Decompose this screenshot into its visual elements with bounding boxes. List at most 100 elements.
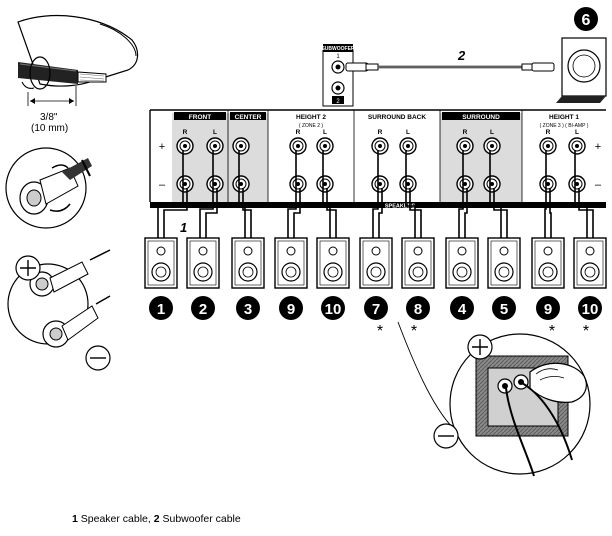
channel-label: L <box>490 129 494 136</box>
terminal-group-label: SURROUND BACK <box>368 114 426 121</box>
speaker-tweeter <box>328 246 338 256</box>
terminal-group-label: SURROUND <box>462 114 500 121</box>
speaker-woofer-cone <box>285 266 297 278</box>
rear-speaker-inset <box>397 321 591 477</box>
speaker-woofer-cone <box>370 266 382 278</box>
speaker-wire-minus <box>378 188 383 238</box>
speaker-number: 1 <box>157 301 165 318</box>
channel-label: L <box>323 129 327 136</box>
terminal-group-header <box>174 112 226 120</box>
terminal-group-label: HEIGHT 1 <box>549 114 579 121</box>
plus-label: + <box>159 141 165 153</box>
speaker-tweeter <box>243 246 253 256</box>
speaker-terminal-hole <box>183 182 187 186</box>
speakers-label: SPEAKERS <box>385 204 416 210</box>
terminal-group-header <box>524 112 604 120</box>
channel-label: L <box>406 129 410 136</box>
speaker-number: 2 <box>199 301 207 318</box>
speaker-woofer-cone <box>584 266 596 278</box>
speaker-tweeter <box>457 246 467 256</box>
speaker-number-badge <box>149 296 173 320</box>
speaker-wire-plus <box>372 150 379 238</box>
speaker-frame <box>147 240 175 286</box>
asterisk-note: * <box>583 323 589 340</box>
speaker: 8* <box>401 237 435 340</box>
speaker-terminal-hole <box>239 182 243 186</box>
speaker: 10* <box>573 237 607 340</box>
speaker-frame <box>490 240 518 286</box>
channel-label: R <box>296 129 301 136</box>
speaker-frame <box>362 240 390 286</box>
speaker-wire-minus <box>549 188 552 238</box>
speaker-terminal-hole <box>323 144 327 148</box>
speaker-number-badge <box>536 296 560 320</box>
strip-length-metric: (10 mm) <box>31 123 68 134</box>
speaker-frame <box>189 240 217 286</box>
terminal-group-sublabel: ( ZONE 3 ) ( BI-AMP ) <box>540 123 589 129</box>
speaker-number-badge <box>406 296 430 320</box>
strip-length-imperial: 3/8" <box>40 112 58 123</box>
subwoofer-label: SUBWOOFER <box>321 46 354 52</box>
asterisk-note: * <box>377 323 383 340</box>
subwoofer-number: 6 <box>582 12 591 29</box>
speaker-terminal-hole <box>323 182 327 186</box>
twist-wire-illustration <box>5 147 92 229</box>
terminal-group-sublabel: ( ZONE 2 ) <box>299 123 324 129</box>
minus-label-right: – <box>595 179 602 191</box>
speaker-terminal-hole <box>296 144 300 148</box>
speaker-tweeter <box>499 246 509 256</box>
speaker-wire-plus <box>544 150 547 238</box>
speaker: 4 <box>445 237 479 320</box>
speaker-terminal-hole <box>406 182 410 186</box>
speaker-frame <box>534 240 562 286</box>
speaker-tweeter <box>543 246 553 256</box>
terminal-group-header <box>230 112 266 120</box>
speaker-number-badge <box>364 296 388 320</box>
speaker-woofer-cone <box>498 266 510 278</box>
speaker-wire-minus <box>578 188 594 238</box>
speaker-number-badge <box>279 296 303 320</box>
speaker-terminal-hole <box>213 182 217 186</box>
subwoofer-number-badge <box>574 7 598 31</box>
terminal-group-header <box>356 112 438 120</box>
speaker-terminal-hole <box>575 144 579 148</box>
speaker-number-badge <box>236 296 260 320</box>
speaker: 7* <box>359 237 393 340</box>
speaker-tweeter <box>585 246 595 256</box>
speaker-terminal-hole <box>463 144 467 148</box>
speaker-terminal-hole <box>378 144 382 148</box>
subwoofer-cable <box>345 62 555 72</box>
channel-label: R <box>463 129 468 136</box>
speaker-wire-plus <box>238 150 246 238</box>
speaker-terminal-hole <box>239 144 243 148</box>
speaker-terminal-hole <box>490 144 494 148</box>
speaker-terminal-hole <box>183 144 187 148</box>
speaker: 5 <box>487 237 521 320</box>
speaker: 9 <box>274 237 308 320</box>
speaker-terminal-hole <box>296 182 300 186</box>
speaker-number-badge <box>450 296 474 320</box>
speaker-number: 5 <box>500 301 508 318</box>
speaker-woofer-cone <box>542 266 554 278</box>
speaker-wire-minus <box>326 188 337 238</box>
speaker-woofer-cone <box>155 266 167 278</box>
speaker-number: 4 <box>458 301 467 318</box>
speaker-cable-callout: 1 <box>180 220 187 235</box>
speaker-frame <box>448 240 476 286</box>
speaker-woofer-cone <box>242 266 254 278</box>
speaker-terminal-hole <box>490 182 494 186</box>
speaker-terminal-hole <box>546 144 550 148</box>
minus-label: – <box>159 179 166 191</box>
figure-caption: 1 Speaker cable, 2 Subwoofer cable <box>72 513 241 525</box>
speaker-wire-minus <box>205 188 218 238</box>
terminal-group-label: HEIGHT 2 <box>296 114 326 121</box>
asterisk-note: * <box>549 323 555 340</box>
speaker-terminal-hole <box>378 182 382 186</box>
speaker-wire-minus <box>464 188 468 238</box>
terminal-group-bg <box>440 113 522 202</box>
speaker-terminal-hole <box>406 144 410 148</box>
speaker-wire-plus <box>458 150 464 238</box>
speaker-wire-plus <box>287 150 297 238</box>
speaker-wire-plus <box>574 150 588 238</box>
